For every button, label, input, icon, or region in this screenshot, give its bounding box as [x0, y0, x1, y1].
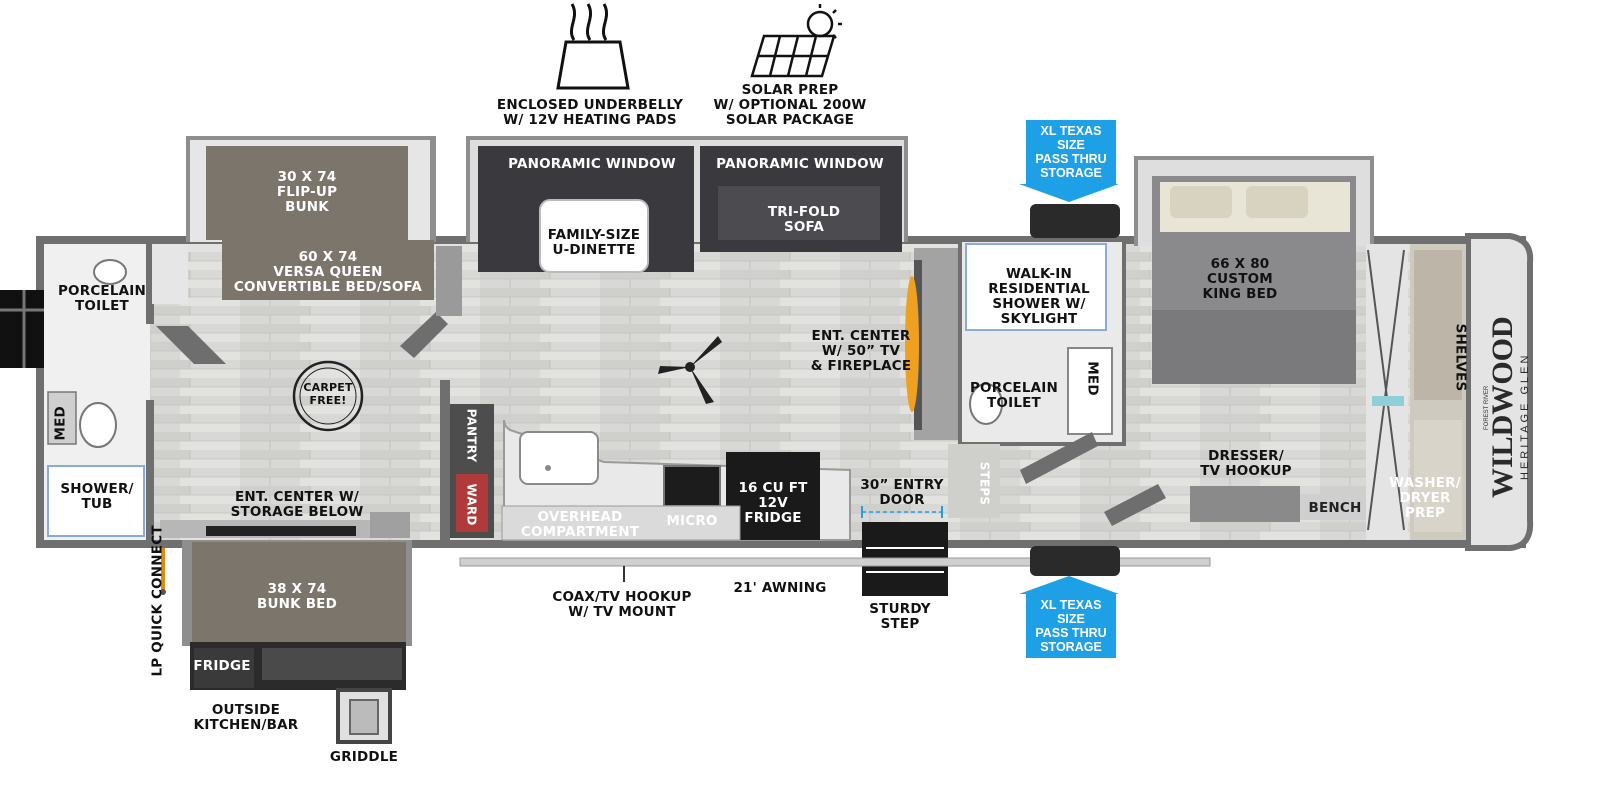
rear-porcelain-toilet-label: PORCELAIN TOILET — [969, 380, 1059, 411]
panoramic-window-2-label: PANORAMIC WINDOW — [716, 156, 884, 172]
shelves-label: SHELVES — [1452, 323, 1469, 392]
flip-up-bunk-label: 30 X 74 FLIP-UP BUNK — [276, 169, 338, 215]
overhead-compartment-label: OVERHEAD COMPARTMENT — [520, 509, 640, 540]
rear-slideout — [152, 136, 462, 364]
fridge-label: 16 CU FT 12V FRIDGE — [738, 480, 808, 526]
lp-connector — [160, 548, 166, 595]
pass-thru-storage-top-callout: XL TEXAS SIZE PASS THRU STORAGE — [1019, 120, 1119, 202]
outside-fridge-label: FRIDGE — [193, 658, 251, 674]
carpet-free-label: CARPET FREE! — [303, 381, 353, 407]
solar-label: SOLAR PREP W/ OPTIONAL 200W SOLAR PACKAG… — [713, 82, 867, 128]
coax-label: COAX/TV HOOKUP W/ TV MOUNT — [552, 589, 692, 620]
arrow-up-icon — [1019, 576, 1119, 594]
heating-pad-icon — [556, 3, 630, 90]
front-closet — [1366, 244, 1466, 540]
entry-door-label: 30” ENTRY DOOR — [860, 477, 944, 508]
underbelly-label: ENCLOSED UNDERBELLY W/ 12V HEATING PADS — [496, 97, 684, 128]
arrow-down-icon — [1019, 184, 1119, 202]
ent-center-tv-label: ENT. CENTER W/ 50” TV & FIREPLACE — [810, 328, 912, 374]
master-bath — [948, 238, 1126, 518]
bench-label: BENCH — [1308, 500, 1362, 516]
carpet-free-badge — [292, 360, 364, 432]
ent-center-storage-label: ENT. CENTER W/ STORAGE BELOW — [230, 489, 364, 520]
washer-dryer-label: WASHER/ DRYER PREP — [1389, 475, 1461, 521]
bedroom-slideout — [1134, 156, 1374, 384]
awning-label: 21' AWNING — [733, 580, 827, 596]
pass-thru-storage-top-text: XL TEXAS SIZE PASS THRU STORAGE — [1026, 120, 1116, 184]
griddle-label: GRIDDLE — [329, 749, 399, 765]
shower-tub-label: SHOWER/ TUB — [60, 481, 134, 512]
walk-in-shower-label: WALK-IN RESIDENTIAL SHOWER W/ SKYLIGHT — [988, 266, 1090, 327]
pass-thru-storage-bottom-text: XL TEXAS SIZE PASS THRU STORAGE — [1026, 594, 1116, 658]
bunk-bed-label: 38 X 74 BUNK BED — [256, 581, 338, 612]
lp-quick-connect-label: LP QUICK CONNECT — [149, 525, 166, 677]
logo-brand-text: WILDWOOD — [1486, 316, 1519, 498]
panoramic-window-1-label: PANORAMIC WINDOW — [508, 156, 676, 172]
ward-label: WARD — [464, 483, 479, 526]
brand-logo-graphic: WILDWOOD HERITAGE GLEN FOREST RIVER — [1484, 316, 1531, 498]
pantry-label: PANTRY — [464, 408, 479, 463]
rear-bathroom — [44, 244, 154, 540]
pantry-ward — [440, 380, 494, 540]
solar-panel-icon — [750, 4, 842, 78]
bunk-slideout — [182, 540, 412, 744]
outside-kitchen-label: OUTSIDE KITCHEN/BAR — [193, 702, 299, 733]
bedroom-furniture — [1104, 484, 1368, 526]
ent-center-fireplace — [905, 248, 960, 440]
master-med-label: MED — [1084, 361, 1101, 396]
versa-queen-label: 60 X 74 VERSA QUEEN CONVERTIBLE BED/SOFA — [233, 249, 423, 295]
sturdy-step-label: STURDY STEP — [869, 601, 931, 632]
ceiling-fan-icon — [658, 336, 722, 404]
rear-med-label: MED — [52, 406, 69, 441]
wildwood-logo: WILDWOOD HERITAGE GLEN FOREST RIVER — [1478, 300, 1548, 500]
steps-label: STEPS — [977, 461, 992, 506]
logo-sub-text: HERITAGE GLEN — [1519, 353, 1531, 480]
dresser-label: DRESSER/ TV HOOKUP — [1200, 448, 1292, 479]
sofa-label: TRI-FOLD SOFA — [767, 204, 841, 235]
dinette-label: FAMILY-SIZE U-DINETTE — [547, 227, 641, 258]
logo-maker-text: FOREST RIVER — [1484, 385, 1490, 430]
pass-thru-storage — [1030, 204, 1120, 576]
ent-center-rear — [160, 512, 410, 538]
living-slideout — [466, 136, 908, 273]
rear-toilet-label: PORCELAIN TOILET — [57, 283, 147, 314]
awning — [459, 557, 1211, 582]
king-bed-label: 66 X 80 CUSTOM KING BED — [1202, 256, 1278, 302]
kitchen-counter — [501, 419, 851, 541]
pass-thru-storage-bottom-callout: XL TEXAS SIZE PASS THRU STORAGE — [1019, 576, 1119, 658]
micro-label: MICRO — [666, 513, 718, 529]
